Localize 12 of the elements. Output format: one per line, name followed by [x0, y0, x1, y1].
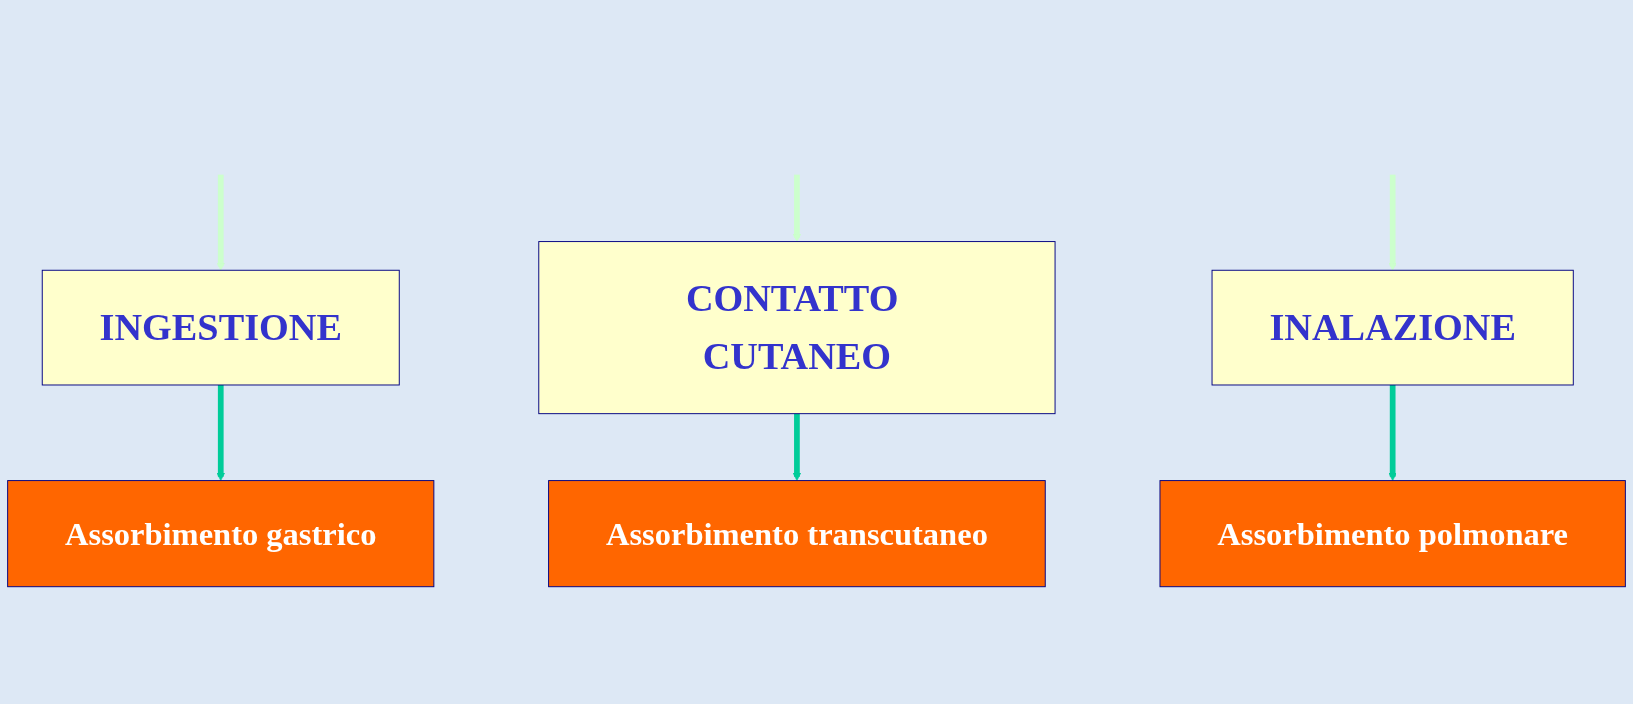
arrow	[1388, 174, 1397, 271]
node-box: INGESTIONE	[41, 269, 400, 386]
arrow	[792, 174, 802, 242]
node-box: CONTATTO CUTANEO	[538, 241, 1056, 415]
node-box: Assorbimento gastrico	[7, 480, 435, 588]
node-box: Assorbimento transcutaneo	[548, 480, 1046, 588]
node-box: INALAZIONE	[1211, 269, 1574, 386]
arrow	[216, 385, 225, 481]
node-box: Assorbimento polmonare	[1159, 480, 1626, 588]
arrow	[1388, 385, 1397, 481]
arrow	[216, 174, 225, 271]
arrow	[792, 413, 802, 481]
